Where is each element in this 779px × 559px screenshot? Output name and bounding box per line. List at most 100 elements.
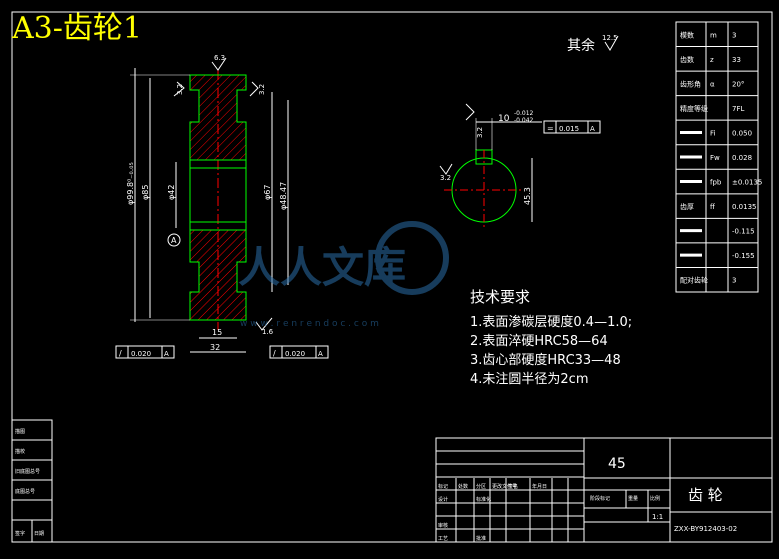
tb-row1-1: 处数 [458,483,468,490]
param-label-10: 配对齿轮 [680,276,708,285]
tb-row2-0: 设计 [438,496,448,503]
keyway-tol-lower: -0.042 [514,117,534,124]
drawing-frame [11,11,773,543]
param-value-0: 3 [732,31,736,39]
part-name: 齿 轮 [688,486,723,504]
bore-region [189,159,247,231]
tb-row2-1: 标准化 [476,496,491,503]
tb-row2-4: 比例 [650,495,660,502]
svg-text:A: A [318,350,323,358]
tolerance-right-value: 0.020 [285,350,305,358]
param-value-3: 7FL [732,105,744,113]
datum-label: A [171,236,177,245]
keyway-width: 10 [498,114,510,124]
watermark-text: 人人文库 [238,243,406,292]
param-value-1: 33 [732,56,741,64]
tb-row3-1: 工艺 [438,536,448,542]
tech-req-list: 1.表面渗碳层硬度0.4—1.0; 2.表面淬硬HRC58—64 3.齿心部硬度HR… [470,314,632,387]
tb-row2-2: 阶段标记 [590,495,610,502]
ra-top: 6.3 [214,54,225,62]
tech-req-item-3: 4.未注圆半径为2cm [470,372,589,387]
left-strip-0: 描图 [15,428,25,435]
gear-lower-section [189,229,247,321]
param-value-2: 20° [732,80,744,88]
ra-section-side: 3.2 [440,174,451,182]
param-label-1: 齿数 [680,55,694,64]
tb-row1-0: 标记 [438,483,448,490]
svg-text:A: A [590,125,595,133]
param-value-10: 3 [732,277,736,285]
tech-req-item-2: 3.齿心部硬度HRC33—48 [470,352,621,368]
ra-bottom: 1.6 [262,328,274,336]
tb-row1-4: 签名 [508,483,518,490]
param-value-6: ±0.0135 [732,179,762,187]
section-view: 10 -0.012 -0.042 45.3 3.2 3.2 = 0.015 A [439,103,601,230]
param-sym-6: fpb [710,179,722,187]
param-sym-5: Fw [710,154,720,162]
param-value-7: 0.0135 [732,203,757,211]
roughness-symbol-icon [604,35,619,51]
tolerance-frame-left [115,345,175,359]
datum-circle-icon [167,233,181,247]
drawing-title: A3-齿轮1 [11,11,142,46]
tech-req-item-1: 2.表面淬硬HRC58—64 [470,334,608,349]
left-strip-1: 描校 [15,448,25,455]
left-strip-2: 旧底图总号 [15,468,40,475]
dim-web-width: 15 [212,328,222,337]
tolerance-left-value: 0.020 [131,350,151,358]
tb-row2-3: 重量 [628,495,638,502]
ra-keyway: 3.2 [476,127,484,138]
param-label-7: 齿厚 [680,203,694,211]
left-strip-3: 底图总号 [15,488,35,495]
param-label-3: 精度等级 [680,104,708,113]
tech-req-item-0: 1.表面渗碳层硬度0.4—1.0; [470,314,632,330]
param-value-8: -0.115 [732,228,755,236]
title-block: 45 齿 轮 ZXX-BY912403-02 1:1 标记处数分区更改文件号签名… [435,437,773,543]
dim-outer-diameter: φ99.8⁰₋₀.₀₅ [126,162,135,205]
watermark-url: w w w . r e n r e n d o c . c o m [240,319,379,329]
surface-rest-label: 其余 [567,37,595,54]
tech-req-heading: 技术要求 [470,288,530,306]
param-sym-7: ff [710,203,715,211]
tb-row1-5: 年月日 [532,483,547,490]
symmetry-tolerance-value: 0.015 [559,125,579,133]
svg-text:/: / [119,349,122,358]
param-sym-4: Fi [710,129,716,137]
ra-right: 3.2 [258,84,266,95]
keyway-tol-upper: -0.012 [514,110,534,117]
tb-row1-3: 更改文件号 [492,483,517,490]
tb-row1-2: 分区 [476,483,486,490]
param-value-4: 0.050 [732,129,752,137]
keyway-depth: 45.3 [523,187,532,205]
watermark: 人人文库 w w w . r e n r e n d o c . c o m [238,221,449,329]
dim-total-width: 32 [210,343,220,352]
param-sym-2: α [710,80,715,88]
surface-rest-ra: 12.5 [602,34,618,42]
param-sym-1: z [710,56,714,64]
dim-inner-diameter: φ67 [263,185,272,200]
svg-text:=: = [547,124,554,133]
tolerance-frame-right [269,345,329,359]
tb-row3-2: 批准 [476,535,486,542]
drawing-number: ZXX-BY912403-02 [674,525,737,533]
dim-bore-diameter: φ42 [167,185,176,200]
param-sym-0: m [710,31,717,39]
gear-upper-section [189,74,247,161]
left-strip-4: 签字 [15,530,25,537]
left-revision-strip: 描图描校旧底图总号底图总号签字日期 [11,419,53,543]
front-view: φ99.8⁰₋₀.₀₅ φ85 φ42 φ67 φ48.47 15 32 6.3… [115,54,329,359]
param-value-9: -0.155 [732,252,755,260]
svg-text:/: / [273,349,276,358]
symmetry-tolerance-frame [543,120,601,134]
param-label-2: 齿形角 [680,79,701,88]
tb-row3-0: 审核 [438,522,448,529]
param-label-0: 模数 [680,30,694,39]
dim-hub-diameter: φ85 [141,185,150,200]
dim-rim-diameter: φ48.47 [279,182,288,210]
ra-left: 3.2 [176,84,184,95]
param-value-5: 0.028 [732,154,752,162]
svg-text:A: A [164,350,169,358]
